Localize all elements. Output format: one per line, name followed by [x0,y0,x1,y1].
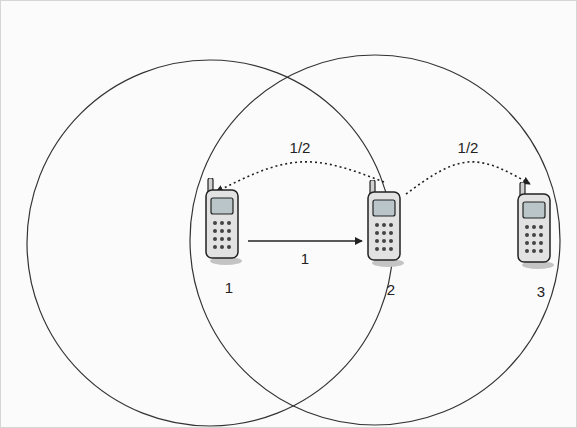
phone-node: 1 [200,178,248,297]
range-circle [190,55,560,425]
phone-icon [362,180,410,268]
phone-number: 2 [362,268,410,299]
range-circle [27,60,393,426]
phone-icon [200,178,248,266]
phone-icon [512,182,560,270]
phone-number: 1 [200,266,248,297]
edge-label: 1/2 [288,140,313,157]
broadcast-arc [406,162,530,194]
broadcast-arc [216,162,384,192]
phone-node: 3 [512,182,560,301]
phone-number: 3 [512,270,560,301]
transmission-arrow [248,240,362,241]
phone-node: 2 [362,180,410,299]
edge-label: 1/2 [456,140,481,157]
edge-label: 1 [299,251,311,268]
